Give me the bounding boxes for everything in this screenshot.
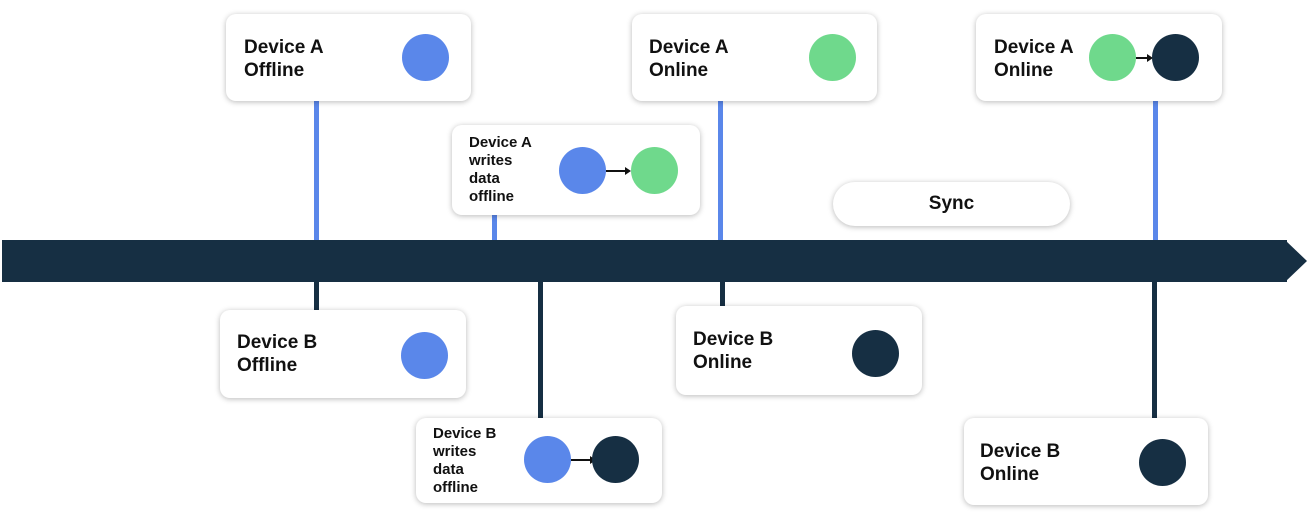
device-b-writes-label: Device B writes data offline [433, 425, 497, 496]
device-b-offline-card: Device B Offline [220, 310, 466, 398]
device-b-offline-label: Device B Offline [237, 332, 318, 376]
synced-state-circle [1152, 34, 1199, 81]
state-change-arrow-icon [625, 167, 631, 175]
synced-state-circle [1139, 439, 1186, 486]
synced-state-circle [852, 330, 899, 377]
timeline-arrow-head [1285, 240, 1307, 282]
device-a-online-connector [718, 100, 723, 242]
device-b-writes-card: Device B writes data offline [416, 418, 662, 503]
state-change-arrow-line [606, 170, 626, 172]
offline-state-circle [524, 436, 571, 483]
device-a-online-card: Device A Online [632, 14, 877, 101]
offline-state-circle [559, 147, 606, 194]
device-a-synced-card: Device A Online [976, 14, 1222, 101]
online-state-circle [631, 147, 678, 194]
offline-state-circle [401, 332, 448, 379]
device-a-writes-card: Device A writes data offline [452, 125, 700, 215]
offline-state-circle [402, 34, 449, 81]
device-a-synced-label: Device A Online [994, 37, 1074, 81]
device-b-online-label: Device B Online [693, 329, 774, 373]
online-state-circle [809, 34, 856, 81]
device-b-synced-card: Device B Online [964, 418, 1208, 505]
device-a-writes-label: Device A writes data offline [469, 134, 532, 205]
device-b-writes-connector [538, 280, 543, 420]
state-change-arrow-line [571, 459, 591, 461]
device-a-offline-card: Device A Offline [226, 14, 471, 101]
online-state-circle [1089, 34, 1136, 81]
device-b-online-card: Device B Online [676, 306, 922, 395]
device-b-offline-connector [314, 280, 319, 312]
device-b-synced-label: Device B Online [980, 441, 1061, 485]
device-a-writes-connector [492, 213, 497, 242]
device-a-online-label: Device A Online [649, 37, 729, 81]
state-change-arrow-line [1136, 57, 1148, 59]
device-b-online-connector [720, 280, 725, 308]
device-a-offline-label: Device A Offline [244, 37, 324, 81]
device-a-synced-connector [1153, 100, 1158, 242]
synced-state-circle [592, 436, 639, 483]
sync-label: Sync [833, 182, 1070, 226]
device-a-offline-connector [314, 100, 319, 242]
timeline-bar [2, 240, 1287, 282]
device-b-synced-connector [1152, 280, 1157, 420]
state-change-arrow-icon [1147, 54, 1153, 62]
